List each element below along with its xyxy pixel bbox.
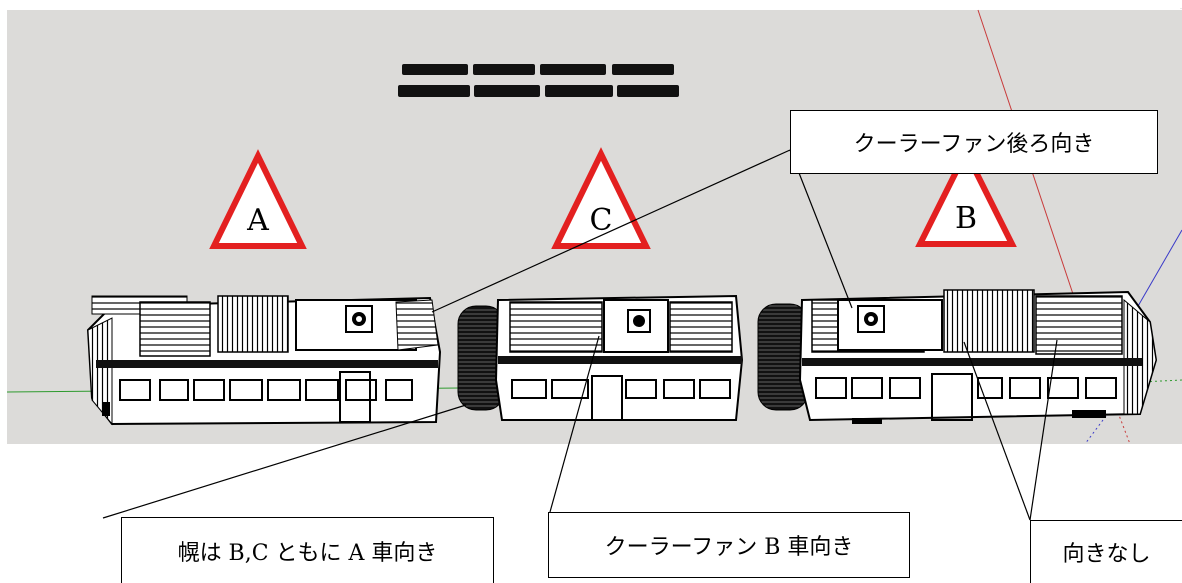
blurred-viewport-title-text: ■■■ ■■■■ ■■■■ ■■■ [1180, 8, 1182, 10]
car-marker-b: B [915, 145, 1017, 247]
car-marker-a-label: A [246, 203, 269, 238]
tram-car-b [798, 289, 1158, 424]
callout-hood-direction: 幌は B,C ともに A 車向き [121, 517, 494, 583]
car-marker-b-label: B [955, 201, 977, 236]
leader-lines [102, 149, 1058, 521]
blue-axis-dotted-line [1084, 399, 1119, 445]
green-axis-dotted-line [1139, 379, 1182, 383]
car-marker-c: C [551, 147, 651, 249]
callout-no-direction: 向きなし [1030, 520, 1182, 583]
tram-car-c [494, 294, 744, 421]
blurred-viewport-title [398, 64, 679, 97]
car-marker-c-label: C [590, 203, 613, 238]
car-marker-a: A [209, 149, 307, 249]
tram-car-a [86, 295, 442, 426]
callout-cooler-fan-rear: クーラーファン後ろ向き [790, 110, 1158, 174]
callout-cooler-fan-b: クーラーファン B 車向き [548, 512, 910, 578]
